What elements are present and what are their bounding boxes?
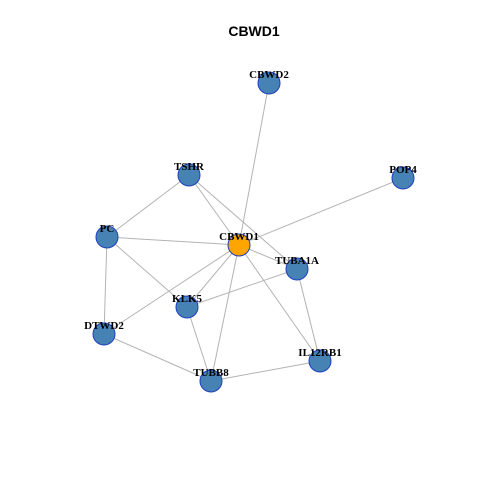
node-label-cbwd1: CBWD1 bbox=[219, 231, 259, 243]
node-tuba1a[interactable] bbox=[285, 257, 309, 281]
node-label-pop4: POP4 bbox=[389, 164, 417, 176]
graph-title: CBWD1 bbox=[228, 23, 280, 39]
edge-tuba1a-klk5 bbox=[186, 268, 298, 308]
edge-cbwd1-tshr bbox=[188, 174, 240, 246]
edge-tubb8-il12rb1 bbox=[210, 360, 321, 382]
node-dtwd2[interactable] bbox=[92, 322, 116, 346]
edge-tuba1a-il12rb1 bbox=[296, 268, 321, 362]
edge-tshr-tuba1a bbox=[188, 174, 298, 270]
edge-tshr-pc bbox=[106, 174, 190, 238]
node-cbwd1[interactable] bbox=[227, 233, 251, 257]
node-label-tshr: TSHR bbox=[174, 161, 205, 173]
edge-cbwd1-pop4 bbox=[238, 177, 404, 246]
node-tubb8[interactable] bbox=[199, 369, 223, 393]
node-layer bbox=[92, 71, 415, 393]
node-klk5[interactable] bbox=[175, 295, 199, 319]
node-tshr[interactable] bbox=[177, 163, 201, 187]
edge-cbwd1-cbwd2 bbox=[238, 82, 270, 246]
node-cbwd2[interactable] bbox=[257, 71, 281, 95]
node-label-tubb8: TUBB8 bbox=[193, 367, 229, 379]
edge-cbwd1-klk5 bbox=[186, 244, 240, 308]
node-pc[interactable] bbox=[95, 225, 119, 249]
edge-cbwd1-il12rb1 bbox=[238, 244, 321, 362]
edge-cbwd1-dtwd2 bbox=[103, 244, 240, 335]
node-label-dtwd2: DTWD2 bbox=[84, 320, 124, 332]
node-label-pc: PC bbox=[100, 223, 115, 235]
edge-cbwd1-tubb8 bbox=[210, 244, 240, 382]
edge-pc-dtwd2 bbox=[103, 236, 108, 335]
node-il12rb1[interactable] bbox=[308, 349, 332, 373]
edge-pc-klk5 bbox=[106, 236, 188, 308]
node-label-cbwd2: CBWD2 bbox=[249, 69, 289, 81]
node-label-il12rb1: IL12RB1 bbox=[298, 347, 341, 359]
node-label-klk5: KLK5 bbox=[172, 293, 202, 305]
edge-dtwd2-tubb8 bbox=[103, 333, 212, 382]
edge-layer bbox=[103, 82, 404, 382]
edge-cbwd1-pc bbox=[106, 236, 240, 246]
node-label-tuba1a: TUBA1A bbox=[275, 255, 319, 267]
node-pop4[interactable] bbox=[391, 166, 415, 190]
edge-klk5-tubb8 bbox=[186, 306, 212, 382]
